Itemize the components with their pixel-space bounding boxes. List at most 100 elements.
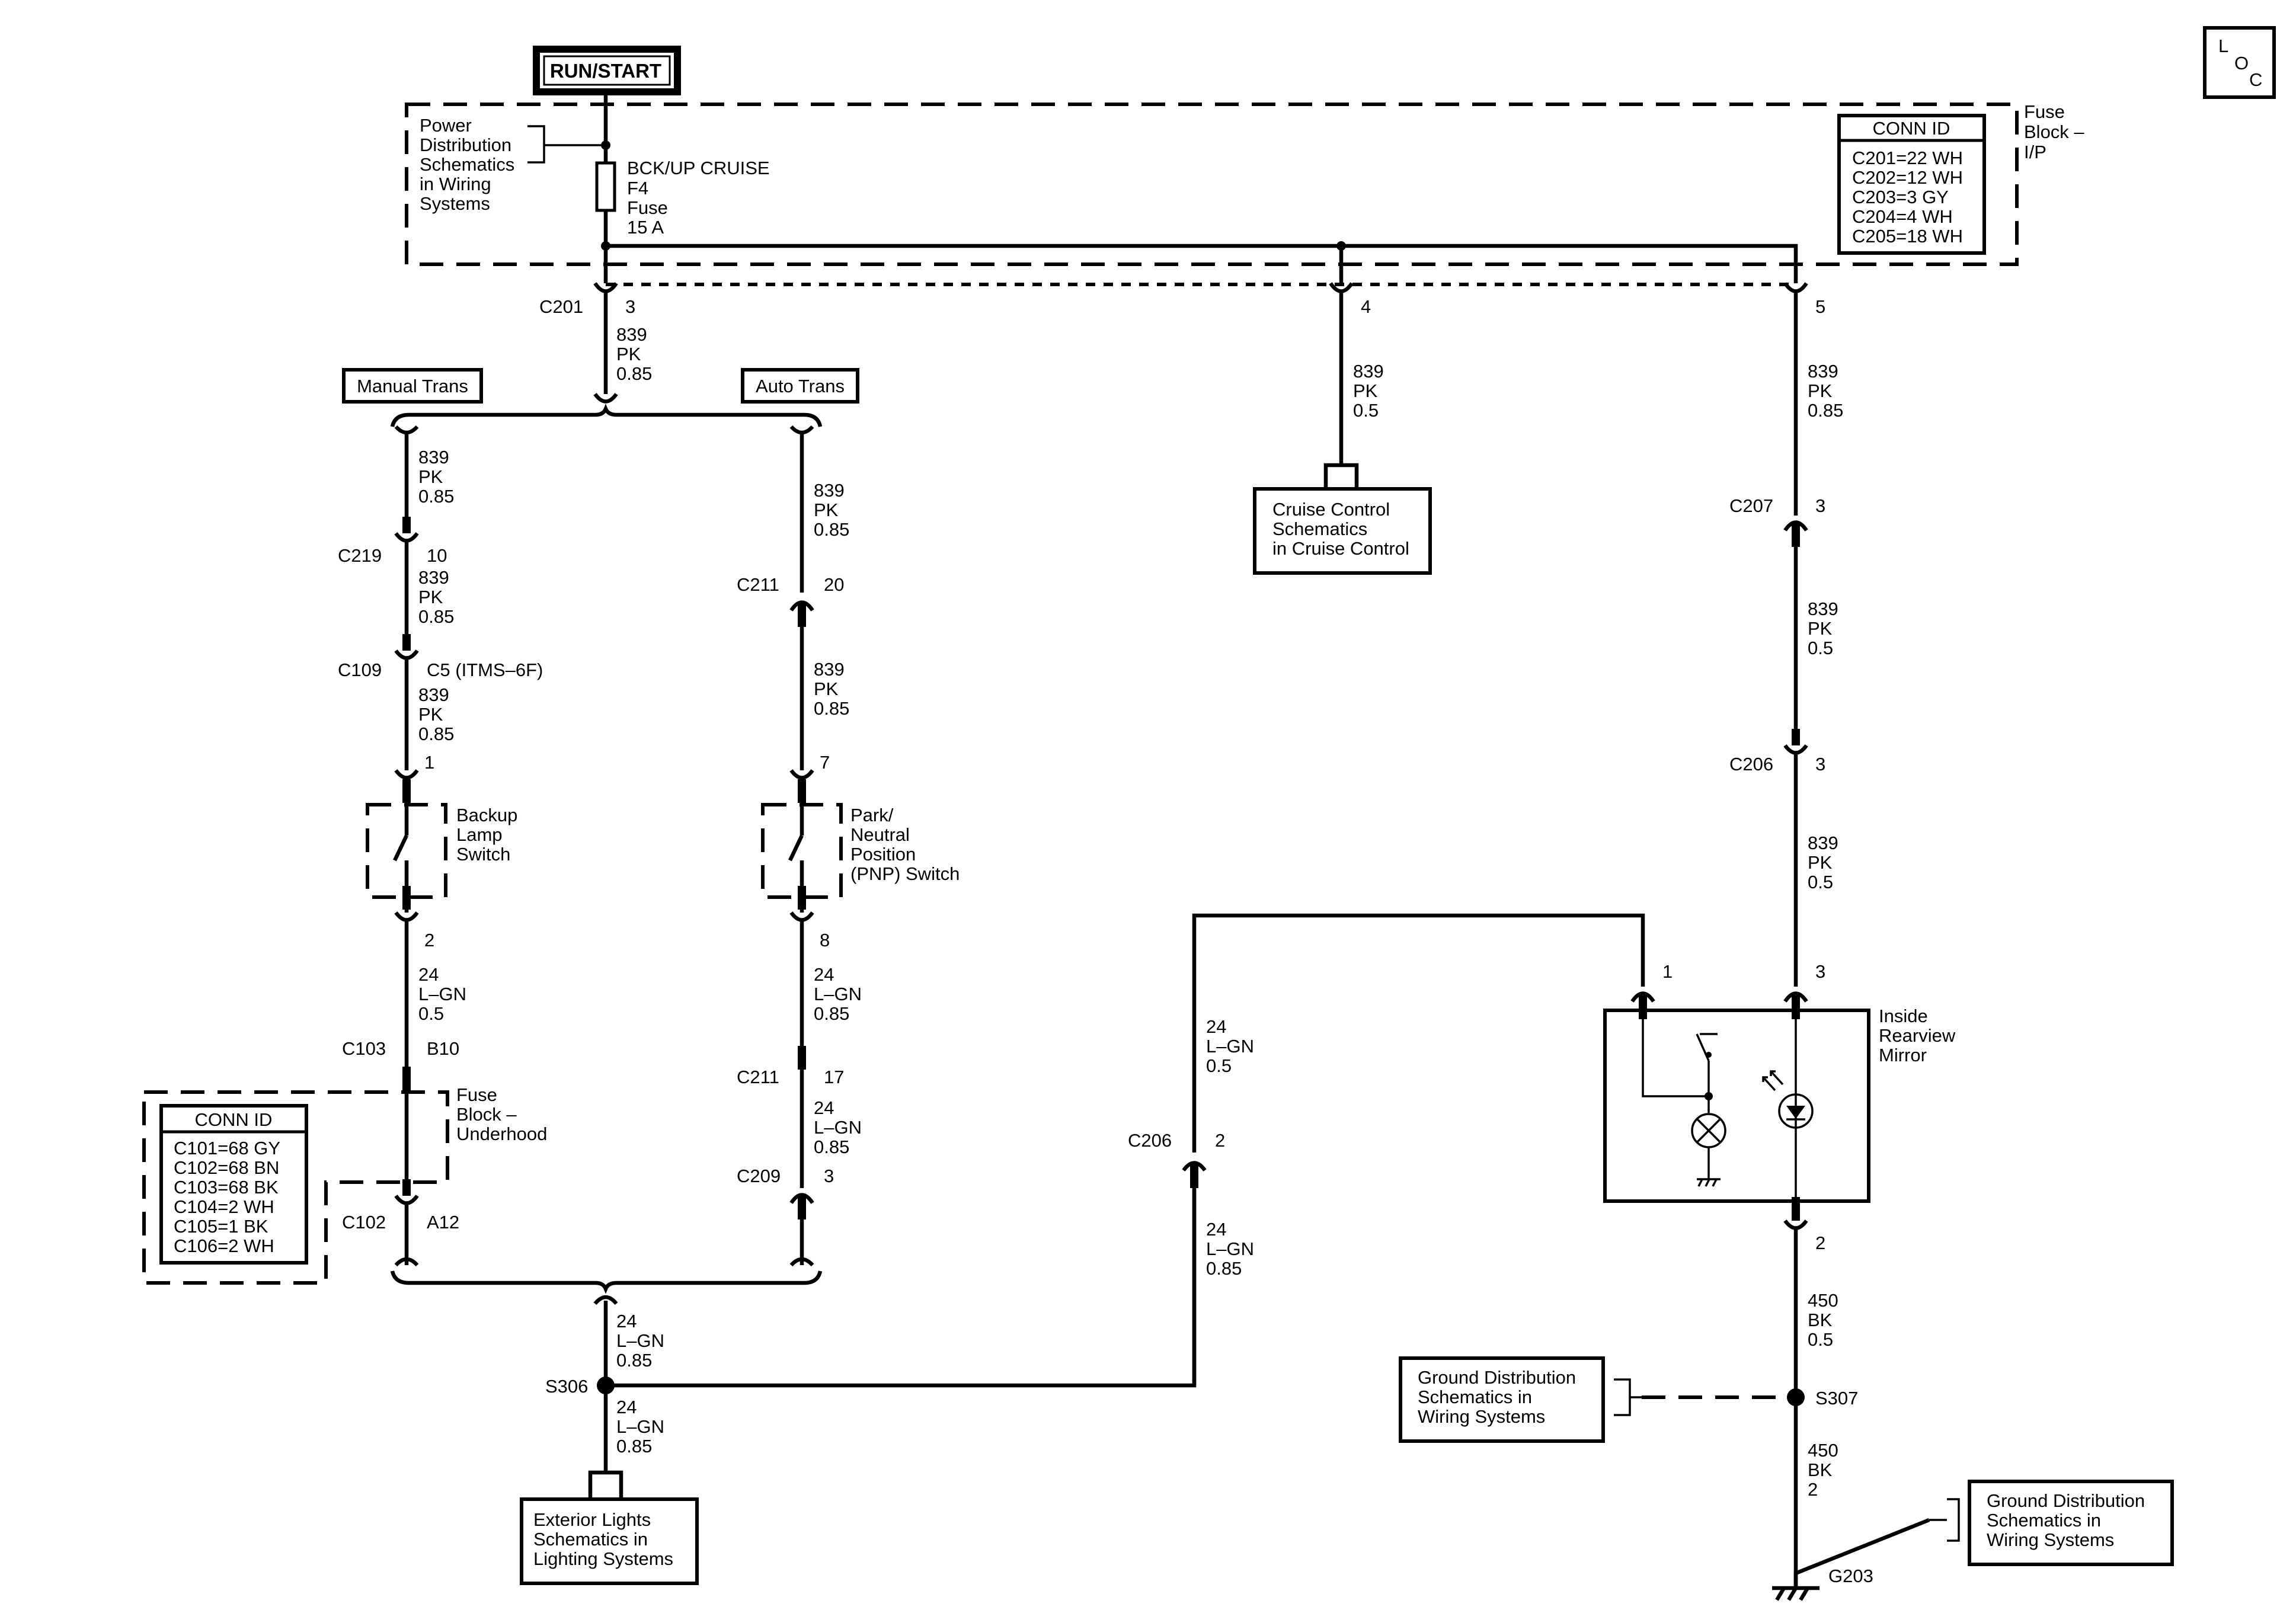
svg-text:Backup: Backup: [456, 805, 517, 825]
c211-lower-pin: 17: [824, 1067, 844, 1087]
svg-text:839: 839: [418, 684, 449, 705]
pnp-contact-top: [798, 779, 806, 803]
wire-label-manual-3: 839 PK 0.85: [418, 684, 454, 744]
svg-text:450: 450: [1808, 1290, 1838, 1311]
mirror-led-triangle: [1786, 1106, 1805, 1119]
svg-text:0.5: 0.5: [1808, 1329, 1833, 1350]
svg-text:24: 24: [1206, 1219, 1226, 1240]
svg-text:Schematics: Schematics: [420, 154, 514, 175]
svg-text:BCK/UP CRUISE: BCK/UP CRUISE: [627, 158, 770, 178]
svg-text:PK: PK: [1808, 380, 1833, 401]
wire-s306-to-c206: [606, 1170, 1197, 1388]
svg-text:I/P: I/P: [2024, 142, 2046, 162]
cruise-ref-bracket: [1323, 463, 1359, 489]
svg-text:Manual Trans: Manual Trans: [357, 376, 468, 396]
svg-text:C101=68 GY: C101=68 GY: [174, 1138, 280, 1158]
c102-pin: A12: [427, 1212, 459, 1233]
svg-text:0.85: 0.85: [418, 606, 454, 627]
loc-c: C: [2249, 69, 2262, 90]
pnp-switch-label: Park/ Neutral Position (PNP) Switch: [850, 805, 960, 884]
c209-pin-mark: [798, 1196, 806, 1219]
svg-text:Schematics in: Schematics in: [1987, 1510, 2101, 1531]
svg-text:24: 24: [814, 1097, 834, 1118]
svg-text:Systems: Systems: [420, 193, 490, 214]
c206-upper-connector: [1783, 744, 1808, 755]
svg-text:Ground Distribution: Ground Distribution: [1418, 1367, 1576, 1388]
svg-text:0.5: 0.5: [1353, 400, 1379, 421]
svg-text:Fuse: Fuse: [456, 1084, 497, 1105]
mirror-pin2-mark: [1792, 1197, 1800, 1221]
c206-lower-label: C206: [1128, 1130, 1172, 1151]
exterior-lights-reference: Exterior Lights Schematics in Lighting S…: [520, 1497, 699, 1585]
fuse-block-underhood-outline: [142, 1090, 449, 1285]
svg-text:24: 24: [1206, 1016, 1226, 1037]
svg-text:Fuse: Fuse: [627, 197, 668, 218]
svg-text:2: 2: [1808, 1479, 1818, 1500]
mirror-internal-wire: [1642, 1019, 1709, 1097]
c201-connector: [593, 282, 1808, 293]
svg-text:C106=2 WH: C106=2 WH: [174, 1235, 274, 1256]
backup-switch-out-connector: [394, 911, 419, 922]
mirror-pin1-mark: [1639, 996, 1647, 1019]
mirror-pin1-connector: [1630, 991, 1655, 1003]
svg-text:F4: F4: [627, 178, 648, 199]
wire-label-auto-4: 24 L–GN 0.85: [814, 1097, 862, 1157]
svg-text:0.85: 0.85: [418, 486, 454, 507]
backup-switch-pin1: 1: [424, 752, 434, 773]
c211-upper-connector: [789, 600, 814, 612]
mirror-pin3-connector: [1783, 991, 1808, 1003]
svg-text:0.85: 0.85: [616, 1436, 652, 1457]
g203-ground-symbol: [1772, 1586, 1819, 1601]
pnp-switch-in-connector: [789, 769, 814, 780]
c219-pin: 10: [427, 545, 447, 566]
mirror-pin3-label: 3: [1815, 961, 1825, 982]
c209-pin: 3: [824, 1166, 834, 1186]
svg-text:PK: PK: [1353, 380, 1378, 401]
svg-text:Fuse: Fuse: [2024, 101, 2065, 122]
svg-text:in Cruise Control: in Cruise Control: [1272, 538, 1409, 559]
wire-label-24-mirror-lower: 24 L–GN 0.85: [1206, 1219, 1254, 1279]
trans-option-bracket-bottom: [593, 1295, 618, 1305]
svg-text:PK: PK: [814, 500, 839, 520]
svg-text:839: 839: [814, 480, 845, 501]
svg-text:L–GN: L–GN: [616, 1330, 664, 1351]
mirror-pin1-label: 1: [1662, 961, 1673, 982]
trans-option-bracket-top: [593, 392, 618, 404]
svg-text:0.85: 0.85: [1206, 1258, 1242, 1279]
c207-pin-mark: [1792, 523, 1800, 547]
svg-text:Switch: Switch: [456, 844, 510, 865]
svg-text:C203=3 GY: C203=3 GY: [1852, 187, 1949, 207]
manual-option-cap-bottom: [394, 1257, 419, 1267]
svg-text:C102=68 BN: C102=68 BN: [174, 1157, 279, 1178]
ground-distribution-reference-1: Ground Distribution Schematics in Wiring…: [1399, 1356, 1605, 1443]
c109-label: C109: [338, 660, 382, 680]
c211-lower-pin-mark: [798, 1046, 806, 1070]
svg-text:0.85: 0.85: [814, 1003, 849, 1024]
s307-label: S307: [1815, 1388, 1858, 1409]
wire-label-450-upper: 450 BK 0.5: [1808, 1290, 1838, 1350]
run-start-text: RUN/START: [550, 60, 661, 82]
mirror-lamp-cross: [1696, 1118, 1722, 1144]
svg-text:0.85: 0.85: [814, 698, 849, 719]
ground-ref-bracket-2: [1929, 1498, 1960, 1542]
c206-lower-pin: 2: [1215, 1130, 1225, 1151]
mirror-led-rays: [1762, 1070, 1784, 1092]
svg-text:839: 839: [1353, 361, 1384, 382]
fuse-f4-symbol: [595, 161, 616, 212]
svg-text:L–GN: L–GN: [1206, 1036, 1254, 1057]
g203-to-ground-ref: [1793, 1518, 1930, 1588]
mirror-ground-symbol: [1697, 1147, 1721, 1187]
c103-pin-mark: [402, 1067, 411, 1090]
svg-text:Rearview: Rearview: [1879, 1025, 1956, 1046]
c109-pin-mark: [402, 634, 411, 651]
wire-label-839-main: 839 PK 0.85: [616, 324, 652, 384]
svg-text:C104=2 WH: C104=2 WH: [174, 1196, 274, 1217]
c219-label: C219: [338, 545, 382, 566]
wire-label-24-upper: 24 L–GN 0.85: [616, 1311, 664, 1371]
fuse-block-ip-label: Fuse Block – I/P: [2024, 101, 2084, 162]
wire-label-839-mirror-2: 839 PK 0.5: [1808, 598, 1838, 658]
svg-text:Power: Power: [420, 115, 472, 136]
svg-text:Wiring Systems: Wiring Systems: [1418, 1406, 1545, 1427]
c109-connector: [394, 649, 419, 660]
svg-text:C205=18 WH: C205=18 WH: [1852, 226, 1963, 247]
